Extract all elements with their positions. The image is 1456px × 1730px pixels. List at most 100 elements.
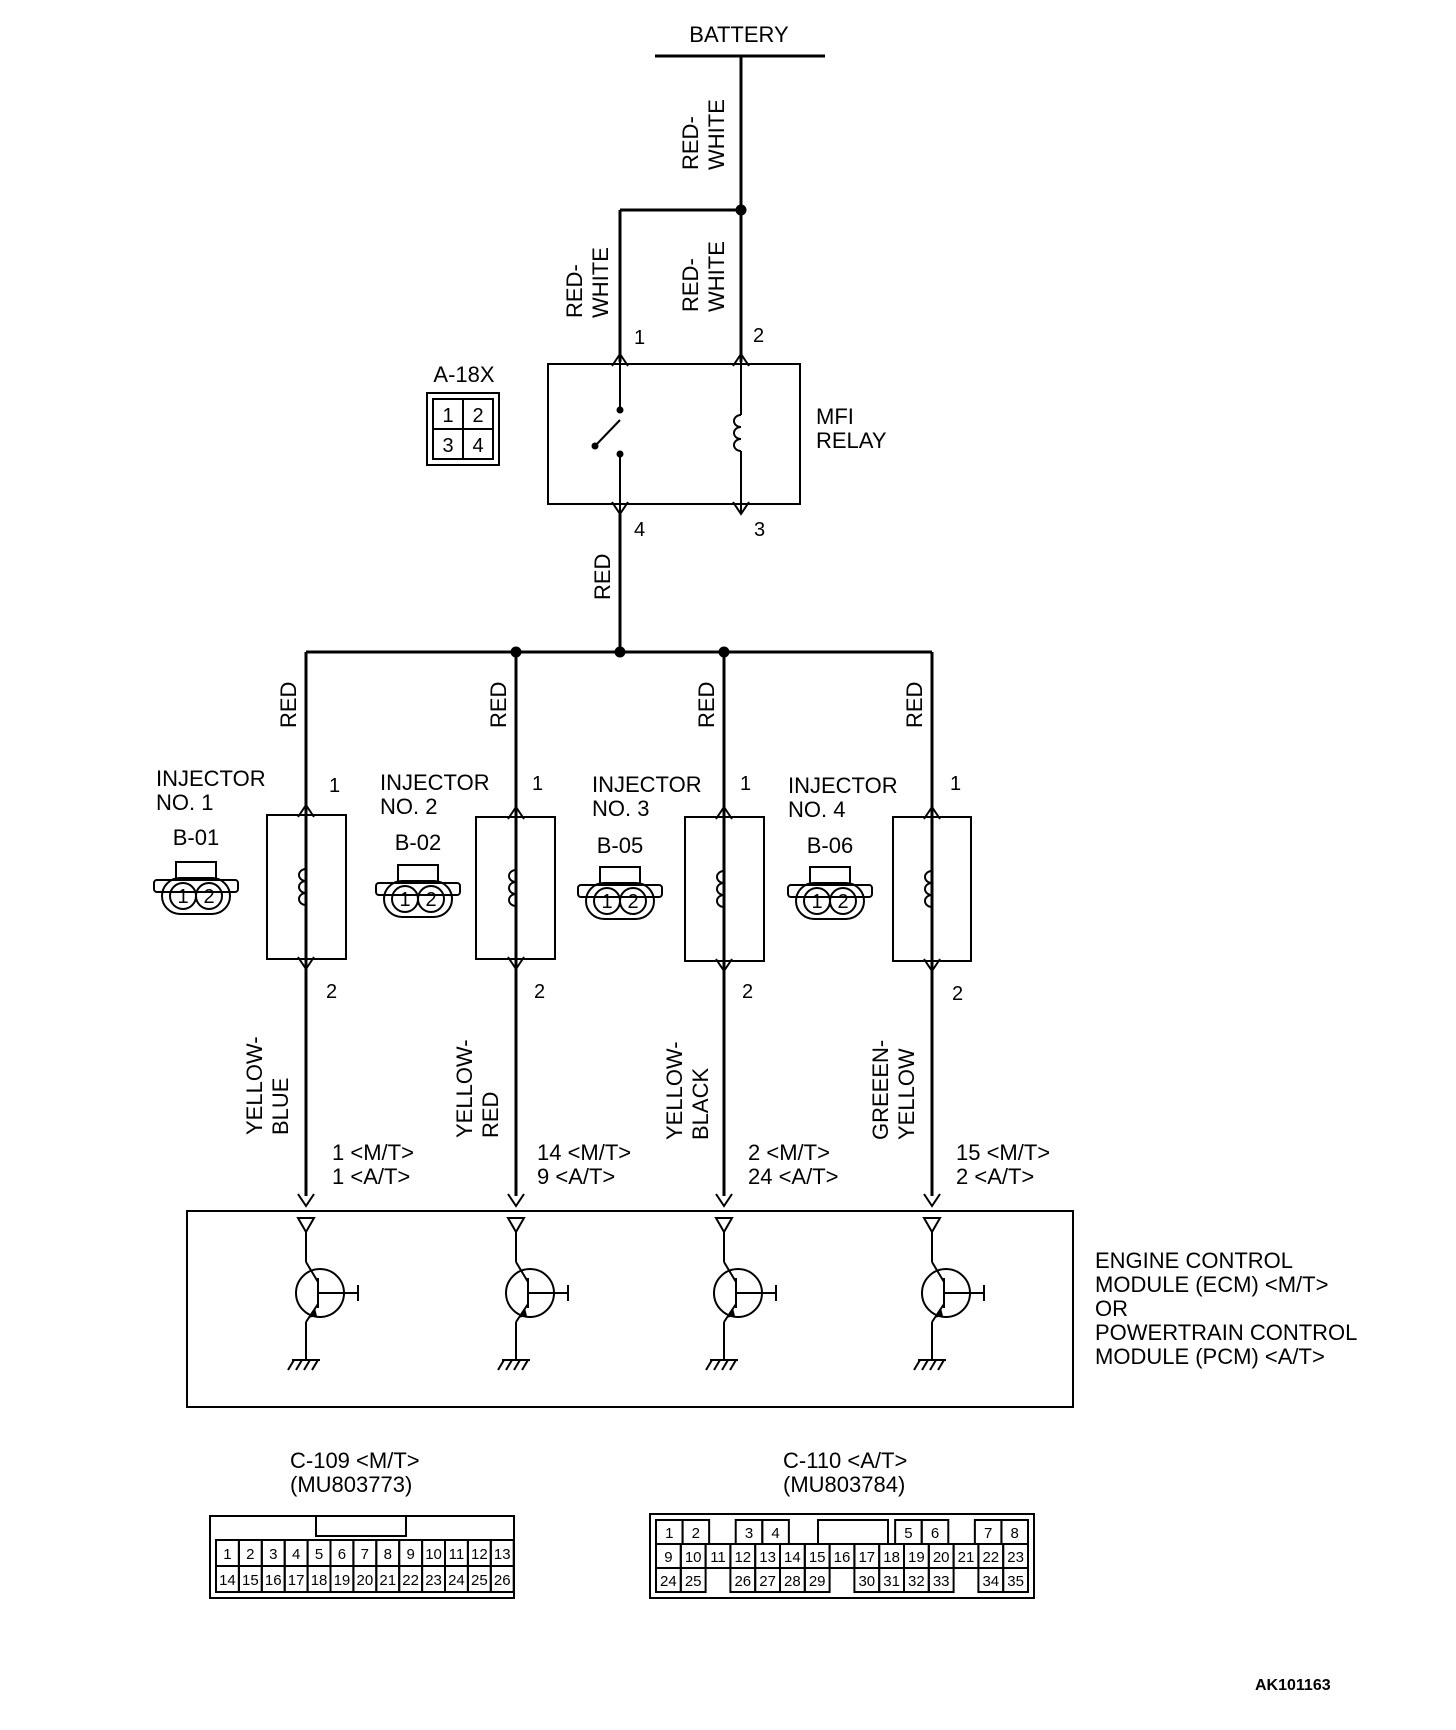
figure-id: AK101163 (1255, 1677, 1331, 1694)
c110-pin-label: 17 (858, 1549, 875, 1566)
c109-pin-label: 22 (402, 1572, 419, 1589)
c110-pin-cell (1002, 1567, 1030, 1593)
ecm-input-3-triangle (714, 1217, 734, 1235)
injector-1-connector-pin-1: 1 (177, 886, 188, 908)
injector-2-pin-bottom: 2 (534, 981, 545, 1003)
ecm-pin-inj1: 1 <M/T> 1 <A/T> (332, 1140, 420, 1189)
ecm-transistor-2-emitter-arrow (518, 1308, 527, 1318)
c110-part: (MU803784) (783, 1472, 905, 1497)
ecm-ground-4-hatch (937, 1359, 945, 1371)
c109-pin-label: 8 (384, 1546, 392, 1563)
injector-4-pin-top: 1 (950, 773, 961, 795)
injector-3-box (684, 816, 765, 962)
c110-pin-label: 32 (908, 1573, 925, 1590)
c109-pin-label: 3 (269, 1546, 277, 1563)
c110-pin-label: 8 (1011, 1525, 1019, 1542)
injector-4-pin-bottom: 2 (952, 983, 963, 1005)
injector-3-connector-socket-2 (619, 887, 647, 915)
c110-pin-label: 29 (809, 1573, 826, 1590)
battery-label: BATTERY (689, 22, 789, 47)
injector-2-label: INJECTOR NO. 2 (380, 770, 496, 819)
ecm-ground-1-hatch (287, 1359, 295, 1371)
ecm-input-1-arrow (297, 1193, 315, 1208)
ecm-ground-3-hatch (713, 1359, 721, 1371)
ecm-ground-2-hatch (505, 1359, 513, 1371)
ecm-box (186, 1210, 1074, 1408)
ecm-input-4-triangle (922, 1217, 942, 1235)
injector-4-connector-flange (787, 884, 873, 898)
ecm-ground-4-hatch (929, 1359, 937, 1371)
injector-1-coil (298, 868, 307, 906)
c109-pin-label: 6 (338, 1546, 346, 1563)
injector-4-connector-socket-2 (829, 887, 857, 915)
wire-color-inj2-supply: RED (486, 682, 511, 728)
c110-pin-label: 3 (745, 1525, 753, 1542)
injector-3-connector-flange (577, 884, 663, 898)
c110-pin-label: 11 (710, 1549, 726, 1566)
relay-switch-contact-top (616, 406, 624, 414)
c109-pin-label: 17 (288, 1572, 305, 1589)
c109-pin-label: 16 (265, 1572, 282, 1589)
injector-3-circuit: RED INJECTOR NO. 3 B-05 1 2 (592, 652, 765, 1196)
ecm-ground-4-hatch (913, 1359, 921, 1371)
relay-connector-outline (426, 392, 500, 466)
relay-pin-3: 3 (754, 519, 765, 541)
injector-1-connector-flange (153, 879, 239, 893)
injector-2-connector-id: B-02 (395, 830, 441, 855)
c109-pin-label: 2 (246, 1546, 254, 1563)
ecm-transistor-4-emitter-arrow (934, 1308, 943, 1318)
injector-3-pin-bottom: 2 (742, 981, 753, 1003)
injector-1-connector-pin-2: 2 (203, 886, 214, 908)
c110-pin-label: 21 (958, 1549, 975, 1566)
ecm-ground-3-hatch (729, 1359, 737, 1371)
injector-2-connector-flange (375, 882, 461, 896)
injector-3-pin2-arrow (715, 958, 733, 973)
ecm-ground-1-hatch (295, 1359, 303, 1371)
c109-pin-label: 13 (494, 1546, 511, 1563)
c110-pin-label: 12 (734, 1549, 751, 1566)
c110-pin-label: 6 (931, 1525, 939, 1542)
injector-2-circuit: RED INJECTOR NO. 2 B-02 1 2 (380, 652, 556, 1196)
injector-3-coil (716, 870, 725, 908)
injector-2-coil (508, 869, 517, 907)
c110-pin-label: 33 (933, 1573, 950, 1590)
wire-color-relay-pin1: RED- WHITE (562, 247, 613, 318)
ecm-ground-2-hatch (521, 1359, 529, 1371)
c110-pin-label: 22 (982, 1549, 999, 1566)
injector-4-connector-pin-2: 2 (837, 891, 848, 913)
c110-outline (649, 1513, 1035, 1599)
relay-switch-blade (594, 419, 621, 447)
injector-4-circuit: RED INJECTOR NO. 4 B-06 1 2 (788, 652, 972, 1196)
c109-part: (MU803773) (290, 1472, 412, 1497)
c109-pin-label: 20 (357, 1572, 374, 1589)
injector-1-box (266, 814, 347, 960)
wire-color-battery-main: RED- WHITE (678, 99, 729, 170)
c110-pin-label: 13 (759, 1549, 776, 1566)
c110-pin-label: 9 (664, 1549, 672, 1566)
ecm-ground-4-hatch (921, 1359, 929, 1371)
c109-pin-label: 9 (406, 1546, 414, 1563)
ecm-input-2-arrow (507, 1193, 525, 1208)
ecm-input-3-arrow (715, 1193, 733, 1208)
relay-connector-pin-4: 4 (472, 435, 483, 457)
ecm-ground-3-hatch (721, 1359, 729, 1371)
ecm-input-1-triangle (296, 1217, 316, 1235)
injector-4-connector-pin-1: 1 (811, 891, 822, 913)
ecm-ground-2-hatch (497, 1359, 505, 1371)
ecm-transistor-2-collector (515, 1261, 529, 1283)
c109-pin-label: 5 (315, 1546, 323, 1563)
c109-lock-tab (315, 1515, 407, 1537)
ecm-input-2-triangle (506, 1217, 526, 1235)
c110-pin-label: 20 (933, 1549, 950, 1566)
injector-1-pin2-arrow (297, 956, 315, 971)
injector-2-connector-body (383, 880, 453, 918)
c109-pin-label: 23 (425, 1572, 442, 1589)
injector-3-connector-id: B-05 (597, 833, 643, 858)
c110-pin-cell (803, 1567, 831, 1593)
c109-pin-label: 4 (292, 1546, 300, 1563)
relay-connector-id: A-18X (433, 362, 494, 387)
injector-1-connector-id: B-01 (173, 825, 219, 850)
injector-1-connector-body (161, 877, 231, 915)
